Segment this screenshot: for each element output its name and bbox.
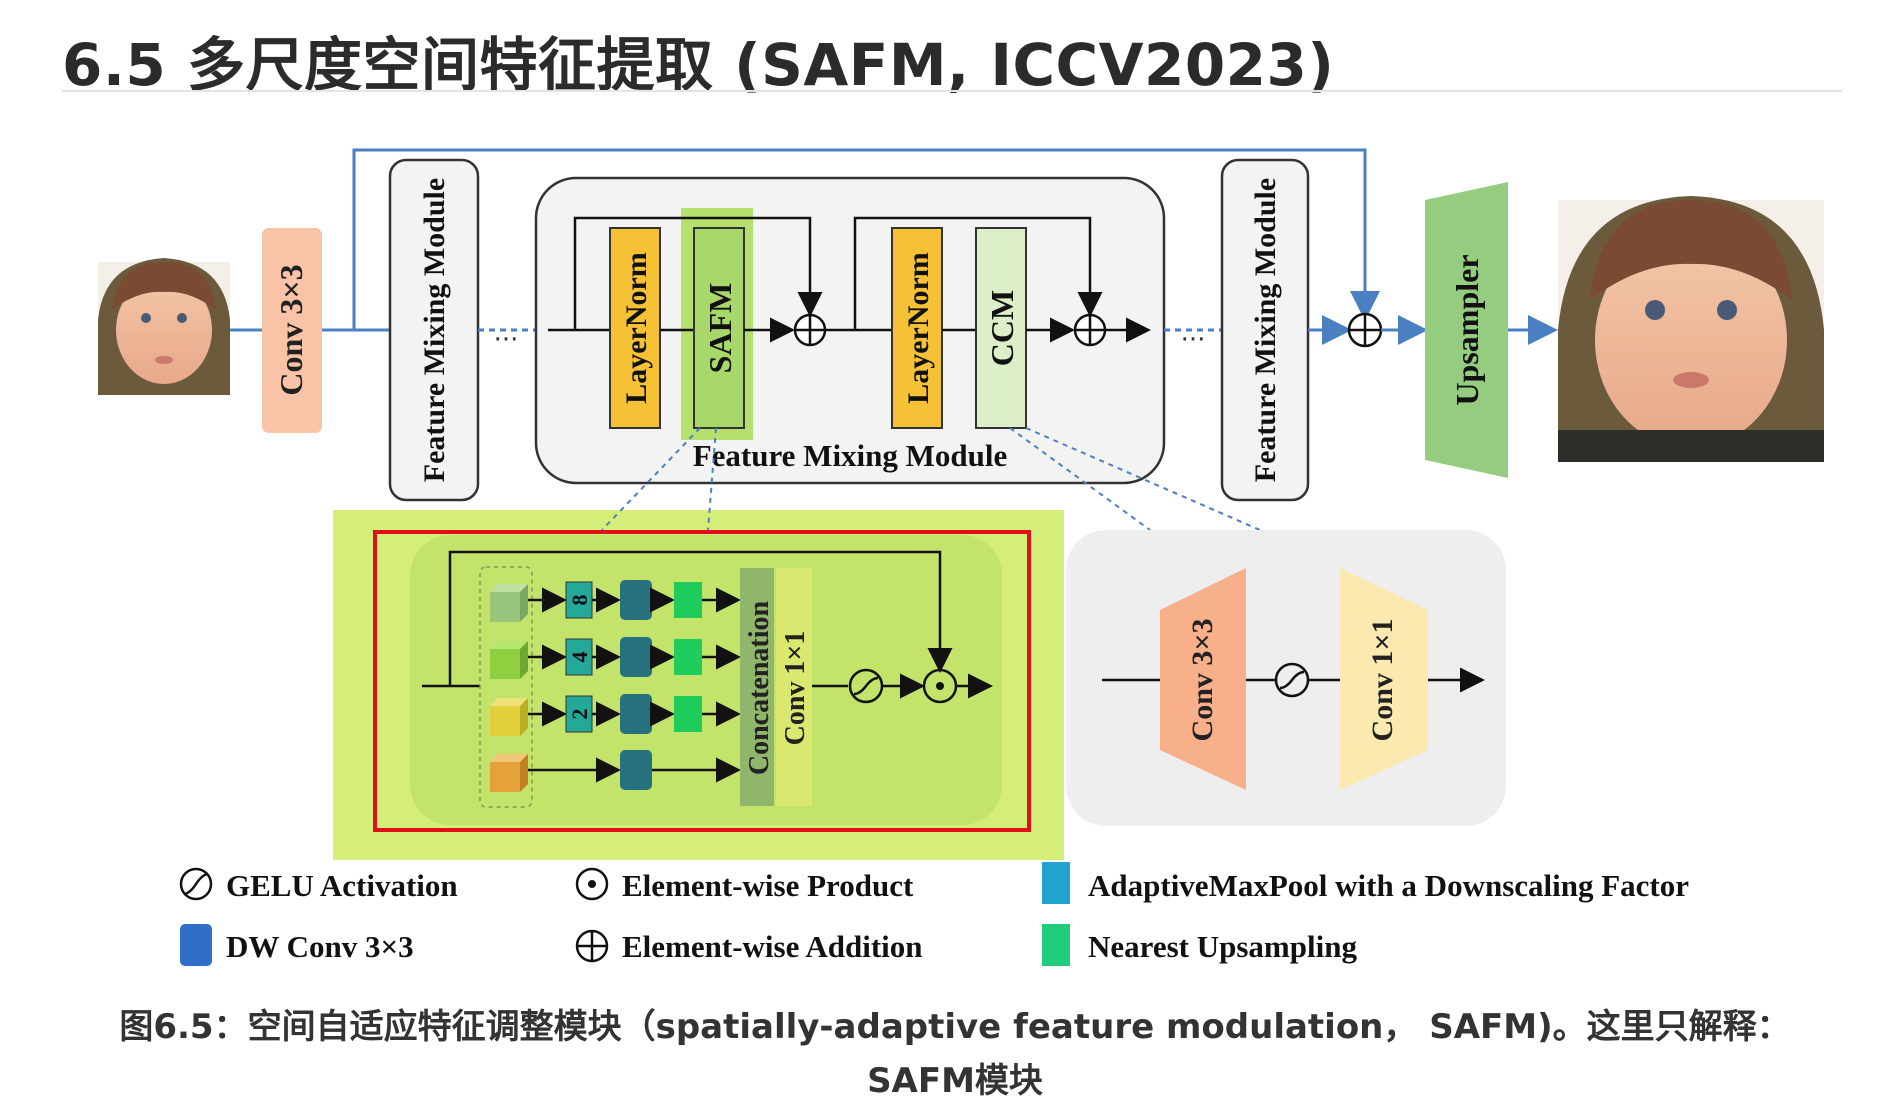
gelu-icon <box>179 867 213 901</box>
addition-icon <box>575 929 609 963</box>
legend-addition-label: Element-wise Addition <box>622 929 923 964</box>
legend-pool-label: AdaptiveMaxPool with a Downscaling Facto… <box>1088 868 1689 903</box>
page-title: 6.5 多尺度空间特征提取 (SAFM, ICCV2023) <box>62 31 1335 99</box>
feature-cube-4 <box>490 754 528 792</box>
legend-upsampling: Nearest Upsampling <box>1042 924 1357 966</box>
layernorm-2-label: LayerNorm <box>902 252 935 404</box>
pool-scale-4: 4 <box>567 652 592 663</box>
legend-dwconv-label: DW Conv 3×3 <box>226 929 414 964</box>
ccm-detail-panel <box>1066 530 1506 826</box>
upsampling-swatch <box>1042 924 1070 966</box>
conv1x1-safm-label: Conv 1×1 <box>780 631 811 746</box>
pool-block-2 <box>565 695 593 733</box>
layernorm-2-block <box>891 227 943 429</box>
upsampler-label: Upsampler <box>1449 254 1485 405</box>
output-baby-image <box>1558 196 1824 462</box>
dwconv-swatch <box>180 924 212 966</box>
upsampler-block <box>1425 182 1508 478</box>
dwconv-block-2 <box>620 637 652 677</box>
ccm-conv3x3-label: Conv 3×3 <box>1186 619 1219 742</box>
fmm-right-label: Feature Mixing Module <box>1249 178 1282 482</box>
legend-gelu-label: GELU Activation <box>226 868 458 903</box>
element-wise-addition-1 <box>793 313 827 347</box>
legend-gelu: GELU Activation <box>179 867 458 903</box>
ccm-block <box>975 227 1027 429</box>
feature-cube-1 <box>490 584 528 622</box>
legend-pool: AdaptiveMaxPool with a Downscaling Facto… <box>1042 862 1689 904</box>
conv3x3-input-label: Conv 3×3 <box>273 264 309 395</box>
fmm-center-caption: Feature Mixing Module <box>693 438 1008 473</box>
safm-block <box>693 227 745 429</box>
ccm-label: CCM <box>984 290 1020 366</box>
input-baby-image <box>98 258 230 395</box>
pool-scale-2: 2 <box>567 709 592 720</box>
legend-upsampling-label: Nearest Upsampling <box>1088 929 1357 964</box>
concatenation-label: Concatenation <box>744 600 775 775</box>
product-icon <box>575 867 609 901</box>
concatenation-block <box>740 568 774 806</box>
conv3x3-input-block <box>262 228 322 433</box>
dwconv-block-1 <box>620 580 652 620</box>
conv1x1-safm-block <box>776 568 812 806</box>
figure-caption: 图6.5：空间自适应特征调整模块（spatially-adaptive feat… <box>119 1007 1791 1101</box>
global-addition-node <box>1347 312 1383 348</box>
legend-dwconv: DW Conv 3×3 <box>180 924 414 966</box>
upsample-block-3 <box>674 696 702 732</box>
safm-detail-red-frame <box>373 530 1031 832</box>
layernorm-1-block <box>609 227 661 429</box>
safm-label: SAFM <box>702 283 738 374</box>
legend-product-label: Element-wise Product <box>622 868 914 903</box>
pool-scale-8: 8 <box>567 595 592 606</box>
pool-block-8 <box>565 581 593 619</box>
ccm-conv1x1-label: Conv 1×1 <box>1366 619 1399 742</box>
dwconv-block-3 <box>620 694 652 734</box>
pool-swatch <box>1042 862 1070 904</box>
feature-cube-2 <box>490 641 528 679</box>
fmm-left-label: Feature Mixing Module <box>418 178 451 482</box>
upsample-block-1 <box>674 582 702 618</box>
ccm-conv3x3-block <box>1160 568 1246 790</box>
legend-product: Element-wise Product <box>575 867 914 903</box>
ellipsis-right: ··· <box>1181 325 1206 355</box>
ellipsis-left: ··· <box>494 325 519 355</box>
layernorm-1-label: LayerNorm <box>620 252 653 404</box>
element-wise-addition-2 <box>1073 313 1107 347</box>
legend-addition: Element-wise Addition <box>575 929 923 964</box>
upsample-block-2 <box>674 639 702 675</box>
split-group <box>479 566 533 808</box>
feature-cube-3 <box>490 698 528 736</box>
ccm-conv1x1-block <box>1340 568 1428 790</box>
dwconv-block-4 <box>620 750 652 790</box>
title-divider <box>62 90 1842 92</box>
